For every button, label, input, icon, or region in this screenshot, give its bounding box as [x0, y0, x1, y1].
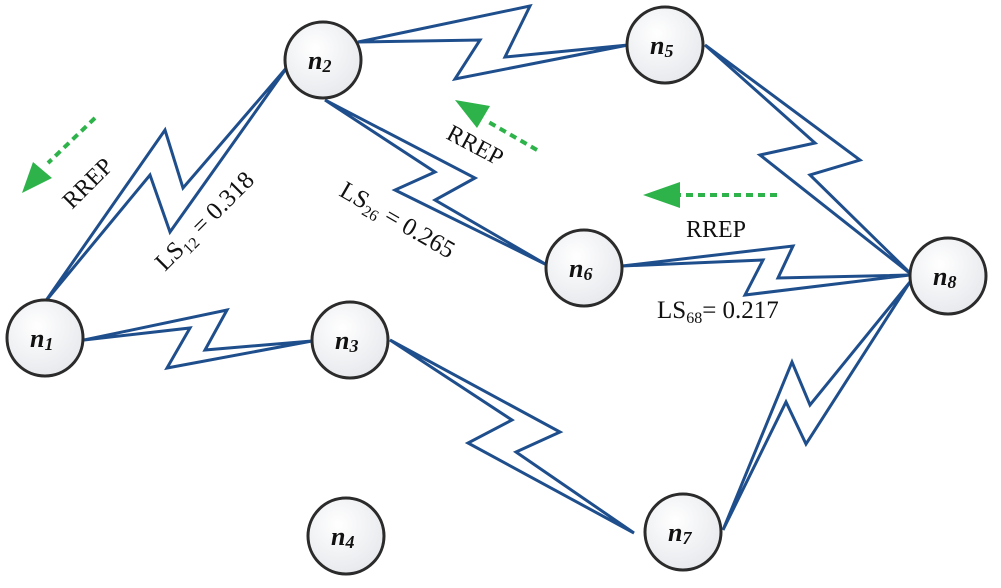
svg-text:n1: n1	[30, 324, 53, 354]
node-n2[interactable]: n2	[283, 20, 363, 100]
arrowhead-icon	[455, 100, 490, 128]
svg-text:n8: n8	[933, 262, 956, 292]
svg-text:n3: n3	[335, 326, 358, 356]
rrep-arrow-n2-n1	[22, 116, 97, 193]
svg-text:n4: n4	[331, 522, 354, 552]
link-strength-label-68: LS68= 0.217	[657, 297, 779, 327]
svg-text:n7: n7	[668, 518, 692, 548]
node-n8[interactable]: n8	[908, 236, 988, 316]
rrep-label: RREP	[58, 153, 119, 214]
node-n3[interactable]: n3	[310, 300, 390, 380]
node-n6[interactable]: n6	[544, 228, 624, 308]
svg-text:n2: n2	[308, 46, 331, 76]
rrep-label: RREP	[686, 217, 746, 243]
arrowhead-icon	[643, 182, 680, 208]
rrep-label: RREP	[442, 120, 507, 171]
svg-text:n5: n5	[650, 31, 673, 61]
node-n1[interactable]: n1	[5, 298, 85, 378]
arrowhead-icon	[22, 162, 52, 193]
link-n2-n5	[357, 3, 629, 82]
node-n7[interactable]: n7	[643, 492, 723, 572]
svg-text:n6: n6	[569, 254, 592, 284]
node-n5[interactable]: n5	[625, 5, 705, 85]
node-n4[interactable]: n4	[306, 496, 386, 576]
link-n1-n3	[83, 307, 313, 371]
rrep-arrow-n6-n2	[455, 100, 538, 152]
link-n3-n7	[389, 338, 635, 535]
rrep-arrow-n8-n6	[643, 182, 777, 208]
link-n6-n8	[621, 244, 911, 297]
